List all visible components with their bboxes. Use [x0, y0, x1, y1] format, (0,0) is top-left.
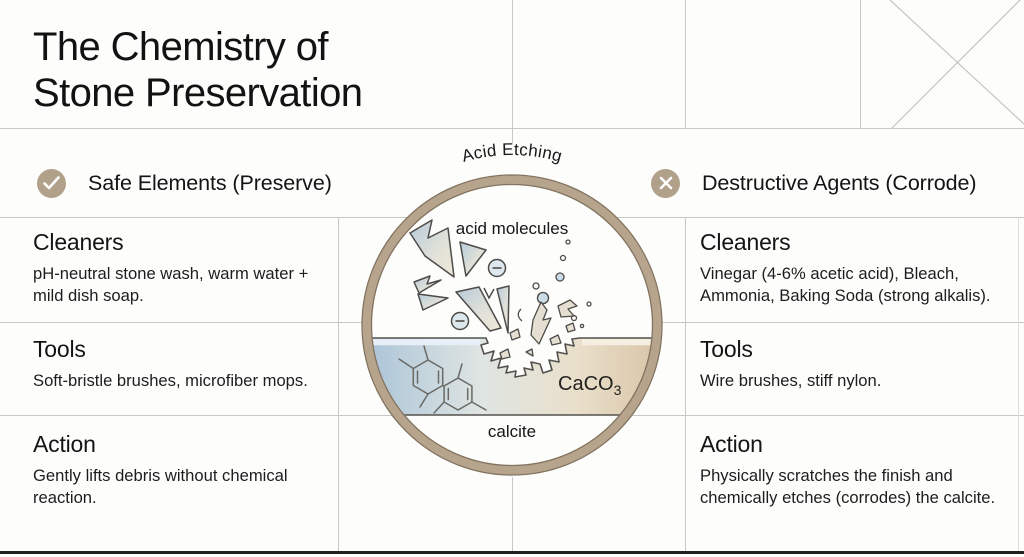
bottom-rule [0, 551, 1024, 554]
bubbles [532, 239, 592, 329]
cell-heading: Cleaners [33, 229, 124, 255]
grid-line-v-edge [1018, 217, 1019, 551]
cell-body: Soft-bristle brushes, microfiber mops. [33, 371, 308, 390]
cell-body: pH-neutral stone wash, warm water + mild… [33, 264, 309, 305]
diagram-ring [361, 174, 663, 476]
page-title: The Chemistry of Stone Preservation [33, 24, 363, 116]
cell-heading: Tools [700, 336, 753, 362]
check-icon [37, 168, 66, 198]
x-icon [651, 168, 680, 198]
cell-body: Gently lifts debris without chemical rea… [33, 466, 288, 507]
acid-arrows [409, 219, 510, 334]
formula-label: CaCO3 [558, 373, 622, 398]
grid-line-v-left [338, 217, 339, 551]
header-destructive: Destructive Agents (Corrode) [651, 168, 977, 198]
header-safe-label: Safe Elements (Preserve) [88, 170, 332, 195]
cell-body: Vinegar (4-6% acetic acid), Bleach, Ammo… [700, 264, 991, 305]
cell-destructive-action: Action Physically scratches the finish a… [700, 431, 1020, 508]
grid-line-v-center-bottom [512, 477, 513, 551]
cell-safe-cleaners: Cleaners pH-neutral stone wash, warm wat… [33, 229, 335, 306]
crossed-box-icon [889, 0, 1024, 128]
diagram-arc-label: Acid Etching [460, 140, 565, 166]
cell-destructive-cleaners: Cleaners Vinegar (4-6% acetic acid), Ble… [700, 229, 1020, 306]
cell-heading: Cleaners [700, 229, 791, 255]
debris-curl [517, 308, 523, 322]
molecule-structure-icon [398, 345, 487, 414]
cell-safe-action: Action Gently lifts debris without chemi… [33, 431, 335, 508]
acid-etching-diagram: Acid Etching [361, 140, 663, 476]
cell-body: Wire brushes, stiff nylon. [700, 371, 882, 390]
small-check-shard [483, 287, 495, 300]
grid-line-v-center-top [512, 0, 513, 143]
cell-destructive-tools: Tools Wire brushes, stiff nylon. [700, 336, 1020, 392]
grid-line-v-far-right [860, 0, 861, 128]
grid-line-v-right-top [685, 0, 686, 128]
header-destructive-label: Destructive Agents (Corrode) [702, 170, 977, 195]
negative-ion-icons [450, 258, 507, 331]
stone-slab [372, 337, 652, 416]
calcite-label: calcite [488, 422, 536, 441]
debris-shards [499, 299, 578, 360]
cell-body: Physically scratches the finish and chem… [700, 466, 996, 507]
header-safe: Safe Elements (Preserve) [37, 168, 332, 198]
cell-heading: Action [33, 431, 96, 457]
cell-heading: Tools [33, 336, 86, 362]
page-title-line2: Stone Preservation [33, 71, 363, 115]
cell-heading: Action [700, 431, 763, 457]
grid-line-v-right [685, 217, 686, 551]
acid-molecules-label: acid molecules [456, 219, 568, 238]
page-title-line1: The Chemistry of [33, 25, 329, 69]
cell-safe-tools: Tools Soft-bristle brushes, microfiber m… [33, 336, 335, 392]
